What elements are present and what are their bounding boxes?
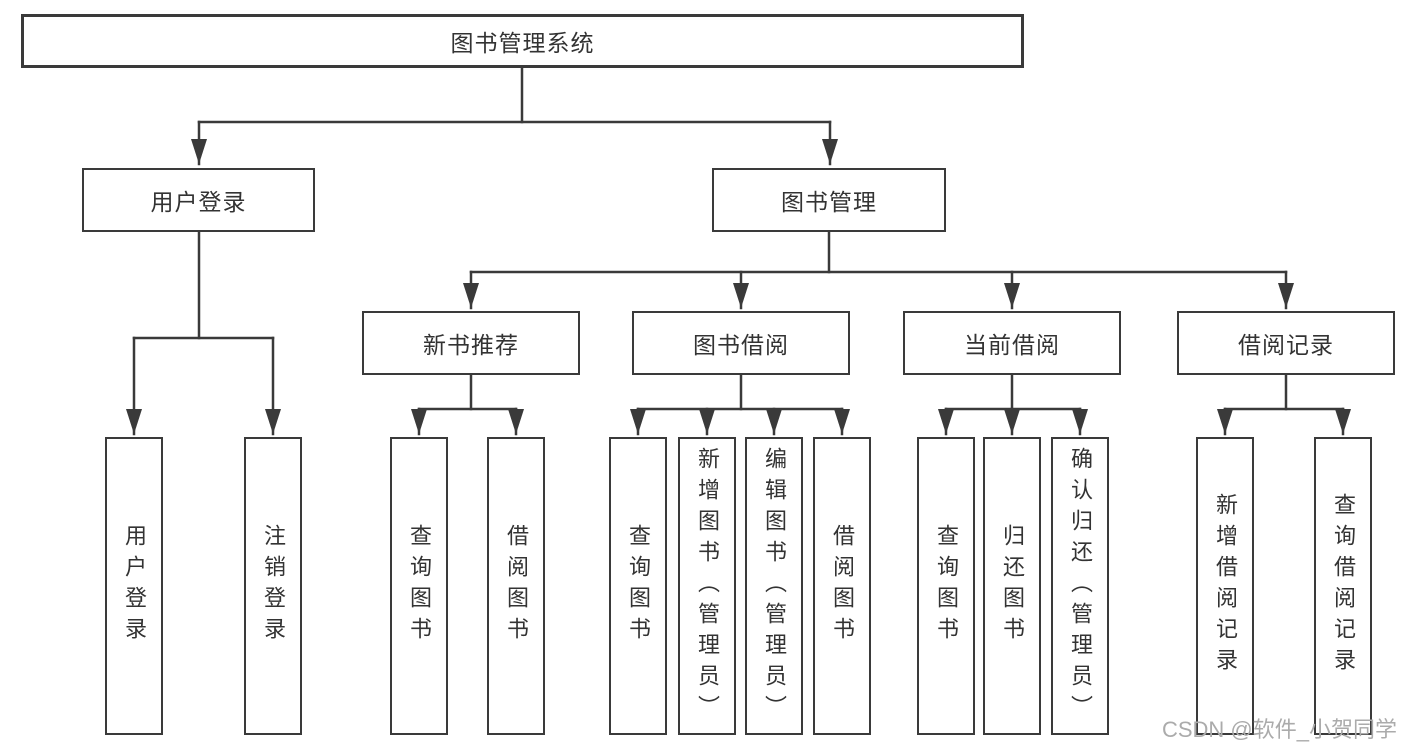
node-label: 当前借阅 bbox=[964, 332, 1060, 358]
node-borrow-records: 借阅记录 bbox=[1177, 311, 1395, 375]
leaf-add-book-admin: 新增图书（管理员） bbox=[678, 437, 736, 735]
node-label: 注销登录 bbox=[261, 524, 286, 648]
node-label: 查询图书 bbox=[407, 524, 432, 648]
node-book-management: 图书管理 bbox=[712, 168, 946, 232]
leaf-query-books-current: 查询图书 bbox=[917, 437, 975, 735]
node-label: 新增图书（管理员） bbox=[695, 446, 720, 726]
node-label: 新增借阅记录 bbox=[1213, 493, 1238, 679]
leaf-add-borrow-record: 新增借阅记录 bbox=[1196, 437, 1254, 735]
node-library-management-system: 图书管理系统 bbox=[21, 14, 1024, 68]
connector-book-borrow-children bbox=[630, 373, 850, 436]
node-label: 新书推荐 bbox=[423, 332, 519, 358]
leaf-query-books-recommend: 查询图书 bbox=[390, 437, 448, 735]
connector-user-login-children bbox=[126, 230, 281, 436]
node-label: 借阅记录 bbox=[1238, 332, 1334, 358]
leaf-query-books-borrow: 查询图书 bbox=[609, 437, 667, 735]
leaf-edit-book-admin: 编辑图书（管理员） bbox=[745, 437, 803, 735]
leaf-query-borrow-record: 查询借阅记录 bbox=[1314, 437, 1372, 735]
node-user-login: 用户登录 bbox=[82, 168, 315, 232]
connector-current-borrow-children bbox=[938, 373, 1088, 436]
node-label: 用户登录 bbox=[150, 189, 247, 215]
node-label: 图书管理 bbox=[781, 189, 877, 215]
connector-borrow-records-children bbox=[1217, 373, 1351, 436]
node-label: 编辑图书（管理员） bbox=[762, 446, 787, 726]
csdn-watermark: CSDN @软件_小贺同学 bbox=[1161, 717, 1397, 742]
leaf-user-login: 用户登录 bbox=[105, 437, 163, 735]
node-label: 查询图书 bbox=[934, 524, 959, 648]
node-label: 确认归还（管理员） bbox=[1068, 446, 1093, 726]
leaf-borrow-books: 借阅图书 bbox=[813, 437, 871, 735]
leaf-borrow-books-recommend: 借阅图书 bbox=[487, 437, 545, 735]
node-book-borrow: 图书借阅 bbox=[632, 311, 850, 375]
node-current-borrow: 当前借阅 bbox=[903, 311, 1121, 375]
connector-book-management-children bbox=[463, 230, 1294, 310]
node-label: 图书管理系统 bbox=[450, 30, 595, 56]
leaf-return-book: 归还图书 bbox=[983, 437, 1041, 735]
connector-new-book-children bbox=[411, 373, 524, 436]
node-label: 查询图书 bbox=[626, 524, 651, 648]
node-new-book-recommend: 新书推荐 bbox=[362, 311, 580, 375]
node-label: 归还图书 bbox=[1000, 524, 1025, 648]
leaf-logout: 注销登录 bbox=[244, 437, 302, 735]
connector-root-to-level2 bbox=[191, 66, 838, 166]
leaf-confirm-return-admin: 确认归还（管理员） bbox=[1051, 437, 1109, 735]
node-label: 图书借阅 bbox=[693, 332, 789, 358]
node-label: 借阅图书 bbox=[830, 524, 855, 648]
node-label: 用户登录 bbox=[122, 524, 147, 648]
node-label: 借阅图书 bbox=[504, 524, 529, 648]
node-label: 查询借阅记录 bbox=[1331, 493, 1356, 679]
